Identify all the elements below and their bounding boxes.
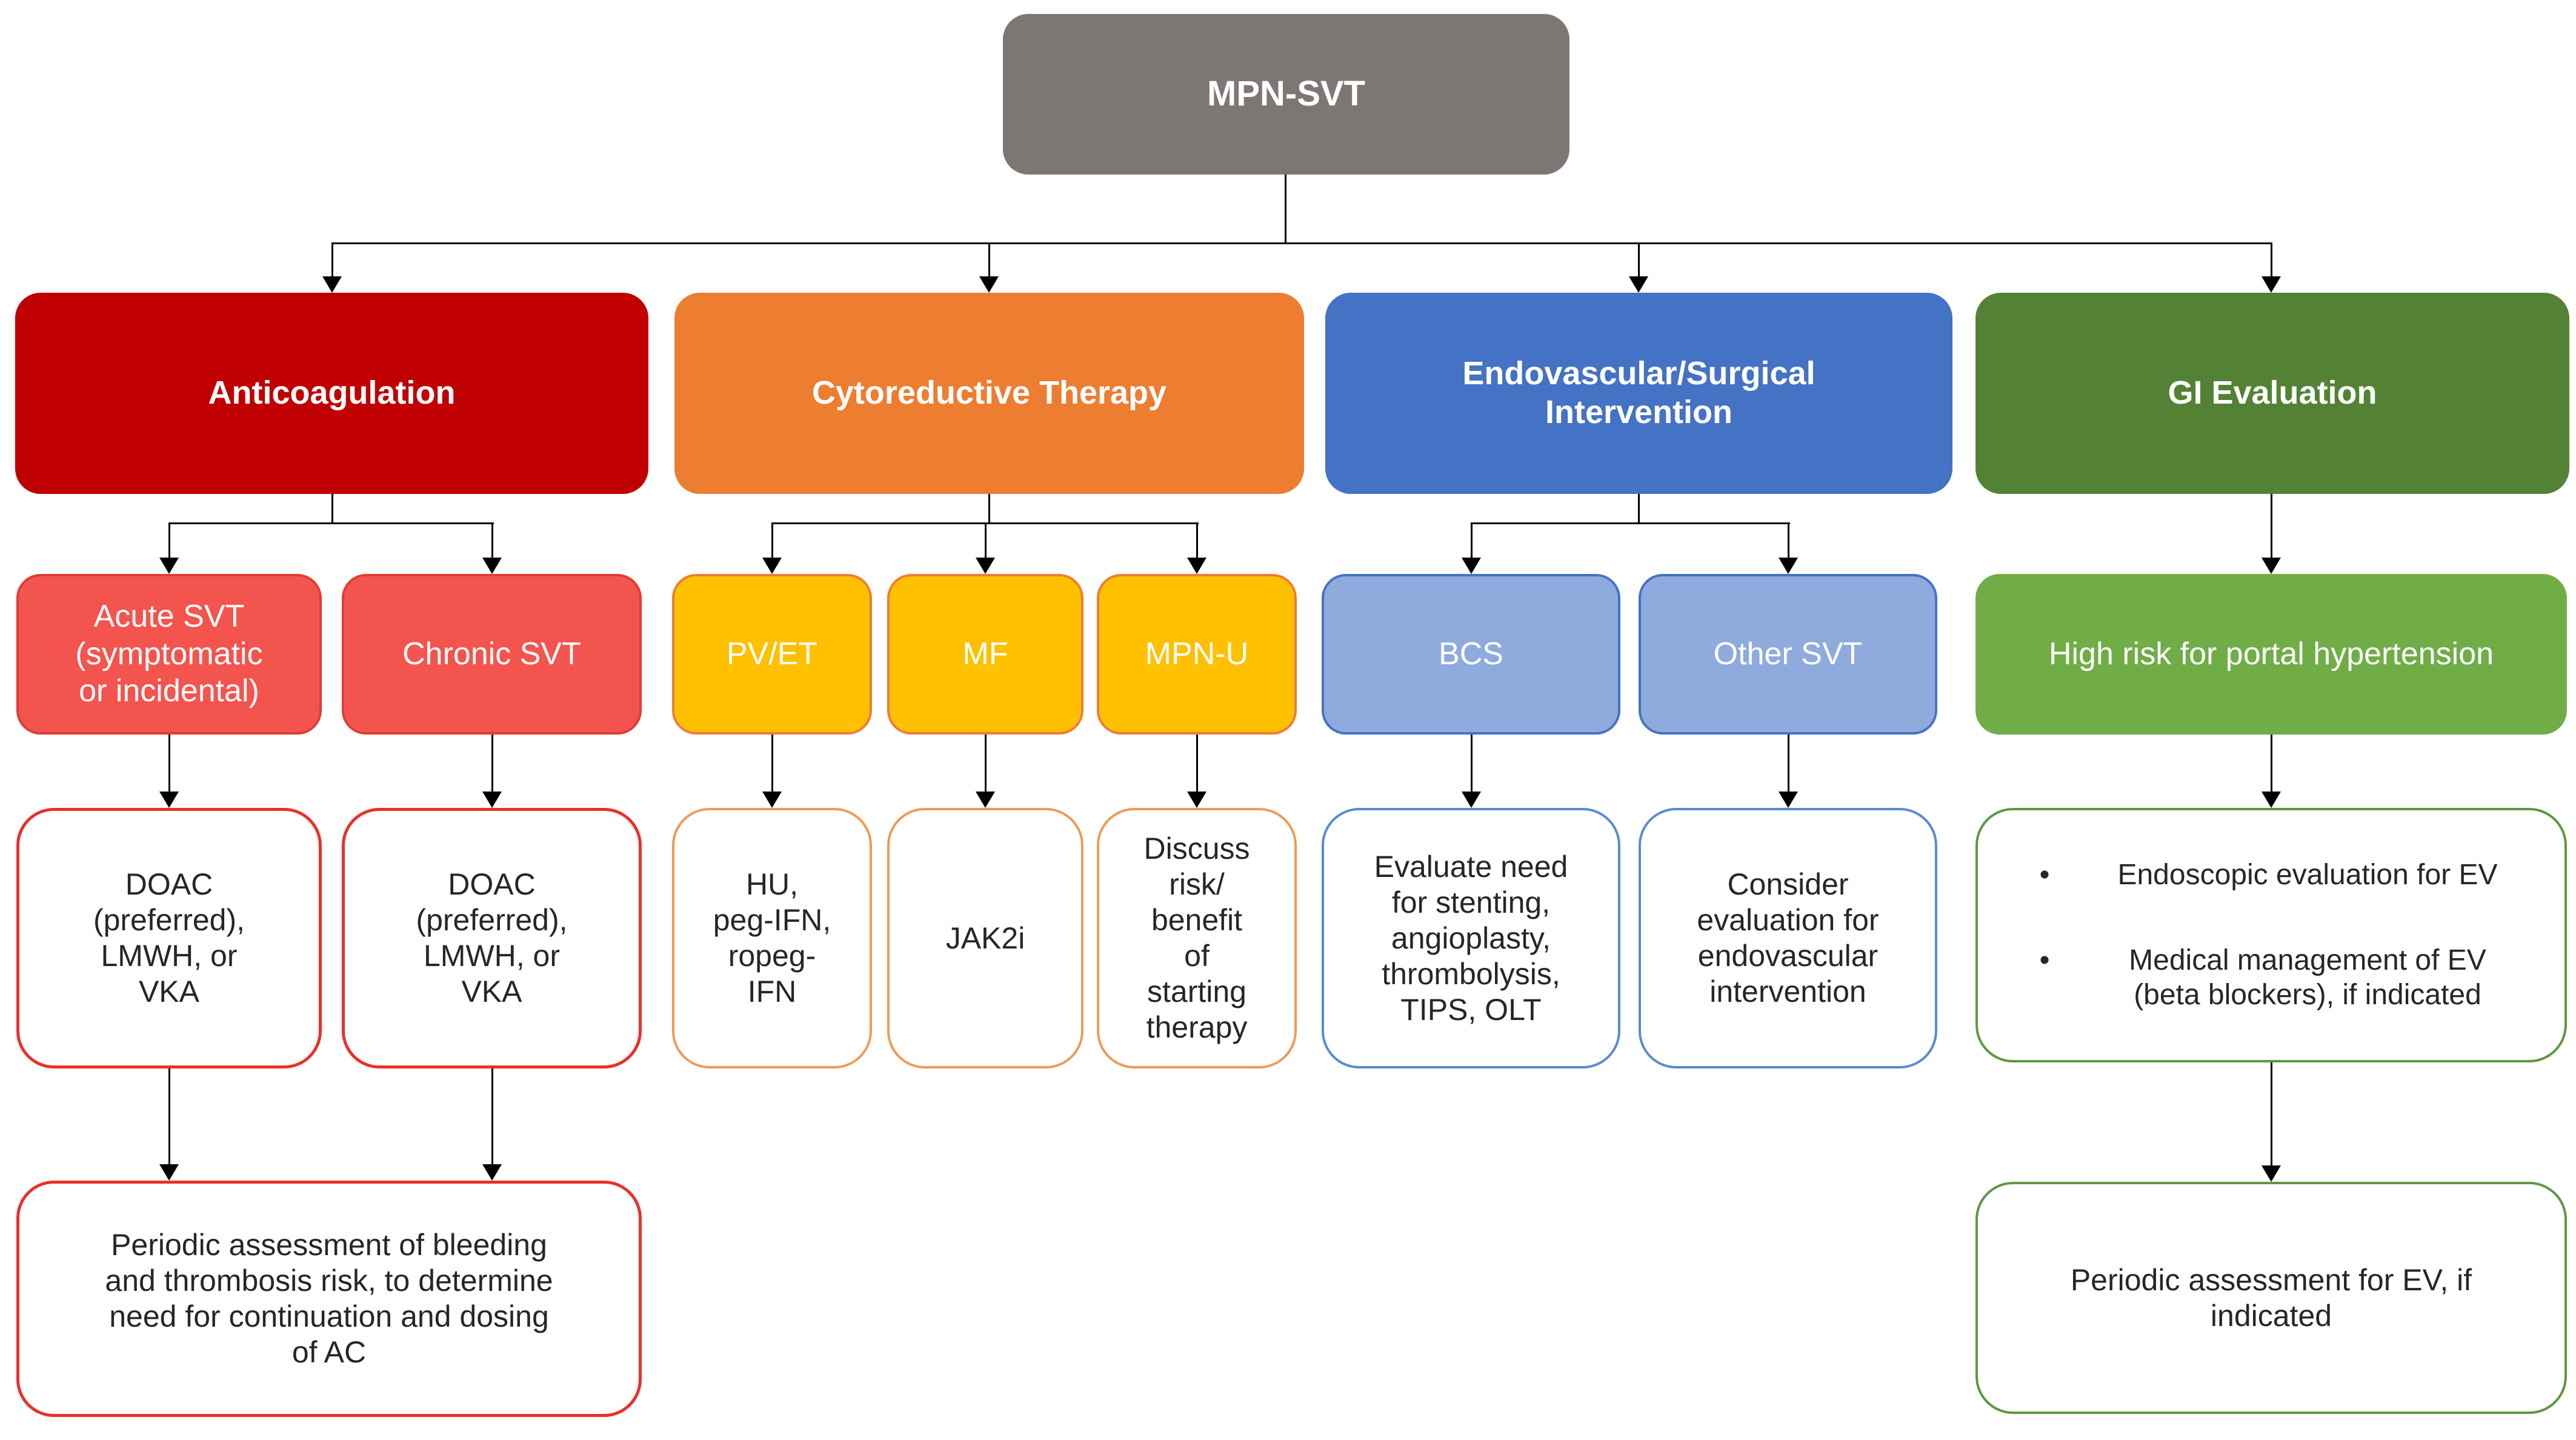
arrowhead-periodic-left [159, 1164, 179, 1181]
node-bcs: BCS [1322, 574, 1620, 735]
arrowhead-hu [762, 792, 782, 808]
node-doac-chronic: DOAC (preferred), LMWH, or VKA [342, 808, 642, 1068]
connector-drop-mpnu [1196, 522, 1198, 558]
node-discuss-risk-benefit: Discuss risk/ benefit of starting therap… [1097, 808, 1297, 1068]
connector-endo-bar [1471, 522, 1790, 524]
connector-drop-pvet [771, 522, 773, 558]
node-other-svt: Other SVT [1639, 574, 1937, 735]
arrowhead-endovascular [1629, 276, 1648, 293]
arrowhead-discuss [1187, 792, 1206, 808]
node-consider-endovascular: Consider evaluation for endovascular int… [1639, 808, 1937, 1068]
arrowhead-doac-chronic [482, 792, 502, 808]
arrowhead-mpnu [1187, 558, 1206, 574]
arrowhead-periodic-right [482, 1164, 502, 1181]
node-chronic-svt: Chronic SVT [342, 574, 642, 735]
node-acute-svt: Acute SVT (symptomatic or incidental) [16, 574, 322, 735]
node-mf: MF [887, 574, 1083, 735]
node-periodic-assessment-ac: Periodic assessment of bleeding and thro… [16, 1181, 642, 1417]
list-item: • Medical management of EV (beta blocker… [2008, 944, 2534, 1012]
connector-drop-mf [985, 522, 987, 558]
arrowhead-evaluate [1462, 792, 1481, 808]
arrowhead-othersvt [1779, 558, 1798, 574]
connector-endoscopic-periodic-ev [2271, 1062, 2272, 1165]
gi-bullet-text: Endoscopic evaluation for EV [2117, 858, 2498, 891]
bullet-icon: • [2039, 858, 2050, 891]
connector-drop-endovascular [1638, 242, 1640, 277]
node-mpn-svt: MPN-SVT [1003, 14, 1569, 175]
connector-drop-bcs [1471, 522, 1473, 558]
connector-drop-highrisk [2271, 494, 2272, 558]
node-anticoagulation-header: Anticoagulation [15, 293, 648, 494]
arrowhead-cytoreductive [979, 276, 999, 293]
arrowhead-consider [1779, 792, 1798, 808]
node-cytoreductive-header: Cytoreductive Therapy [674, 293, 1304, 494]
arrowhead-endoscopic [2261, 792, 2281, 808]
connector-drop-acute [168, 522, 170, 558]
arrowhead-anticoagulation [322, 276, 342, 293]
node-doac-acute: DOAC (preferred), LMWH, or VKA [16, 808, 322, 1068]
connector-mf-jak2i [985, 735, 987, 792]
connector-drop-gi [2271, 242, 2272, 277]
connector-cyto-stem [988, 494, 990, 522]
arrowhead-pvet [762, 558, 782, 574]
node-endovascular-header: Endovascular/Surgical Intervention [1325, 293, 1952, 494]
connector-drop-othersvt [1788, 522, 1789, 558]
arrowhead-doac-acute [159, 792, 179, 808]
connector-root-bar [332, 242, 2272, 244]
connector-chronic-doac [491, 735, 493, 792]
node-gi-header: GI Evaluation [1975, 293, 2569, 494]
arrowhead-chronic [482, 558, 502, 574]
node-jak2i: JAK2i [887, 808, 1083, 1068]
connector-highrisk-endoscopic [2271, 735, 2272, 792]
connector-pvet-hu [771, 735, 773, 792]
connector-acute-doac [168, 735, 170, 792]
connector-doac-periodic [168, 1068, 170, 1164]
node-periodic-assessment-ev: Periodic assessment for EV, if indicated [1975, 1182, 2567, 1414]
gi-bullet-list: • Endoscopic evaluation for EV • Medical… [1978, 815, 2564, 1055]
gi-bullet-text: Medical management of EV (beta blockers)… [2129, 944, 2486, 1011]
list-item: • Endoscopic evaluation for EV [2008, 858, 2534, 893]
connector-mpnu-discuss [1196, 735, 1198, 792]
arrowhead-highrisk [2261, 558, 2281, 574]
bullet-icon: • [2039, 944, 2050, 976]
arrowhead-acute [159, 558, 179, 574]
node-pv-et: PV/ET [672, 574, 872, 735]
node-high-risk-portal-hypertension: High risk for portal hypertension [1975, 574, 2567, 735]
connector-bcs-evaluate [1471, 735, 1473, 792]
arrowhead-gi [2261, 276, 2281, 293]
node-gi-evaluation-actions: • Endoscopic evaluation for EV • Medical… [1975, 808, 2567, 1062]
connector-endo-stem [1638, 494, 1640, 522]
arrowhead-periodic-ev [2261, 1165, 2281, 1182]
arrowhead-bcs [1462, 558, 1481, 574]
connector-drop-cytoreductive [988, 242, 990, 277]
node-evaluate-stenting: Evaluate need for stenting, angioplasty,… [1322, 808, 1620, 1068]
node-hu-pegifn: HU, peg-IFN, ropeg- IFN [672, 808, 872, 1068]
node-mpn-u: MPN-U [1097, 574, 1297, 735]
connector-drop-anticoagulation [331, 242, 333, 277]
connector-othersvt-consider [1788, 735, 1789, 792]
connector-anticoag-stem [331, 494, 333, 522]
arrowhead-jak2i [976, 792, 995, 808]
connector-anticoag-bar [169, 522, 494, 524]
connector-drop-chronic [491, 522, 493, 558]
connector-doac2-periodic [491, 1068, 493, 1164]
connector-root-stem [1285, 175, 1286, 244]
arrowhead-mf [976, 558, 995, 574]
